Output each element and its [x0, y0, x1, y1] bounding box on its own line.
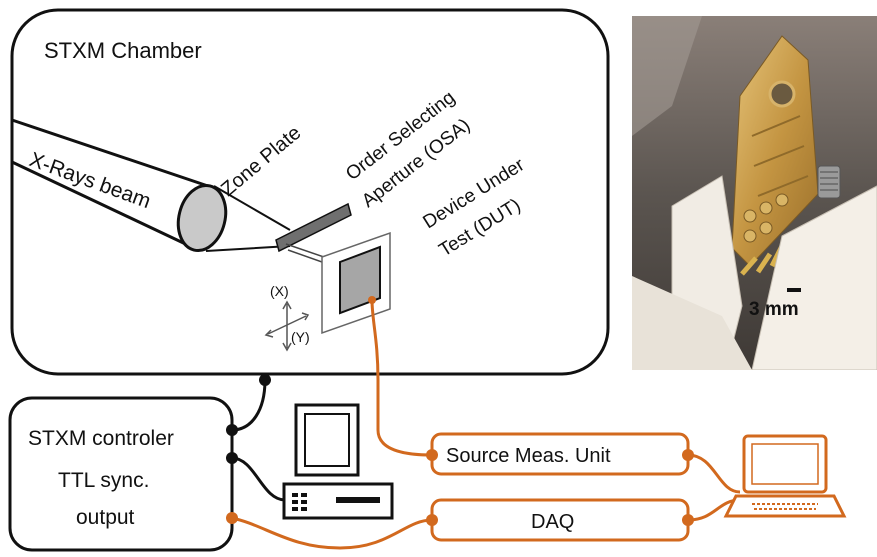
dut-smu-cable: [370, 299, 433, 457]
stxm-controller-box: [8, 396, 234, 552]
axis-x-label: (X): [270, 283, 289, 299]
smu-laptop-cable: [687, 453, 741, 494]
controller-label-line2: TTL sync.: [58, 469, 149, 492]
smu-left-dot: [426, 449, 438, 461]
controller-label-line3: output: [76, 506, 135, 529]
dut-port-dot: [368, 296, 376, 304]
controller-port-dot-1: [226, 424, 238, 436]
controller-chamber-cable: [231, 379, 267, 432]
focus-cone: [205, 185, 291, 252]
scale-bar: [787, 288, 801, 292]
chamber-title: STXM Chamber: [44, 38, 202, 63]
osa-plate: [275, 202, 352, 253]
chamber-port-dot: [259, 374, 271, 386]
dut-photo: 3 mm: [632, 16, 877, 370]
dut-chip: [339, 245, 381, 315]
controller-pc-cable: [231, 456, 286, 502]
smu-label: Source Meas. Unit: [446, 445, 611, 467]
xy-axis-icon: (X) (Y): [264, 283, 310, 352]
controller-daq-cable: [231, 516, 433, 550]
axis-y-label: (Y): [291, 329, 310, 345]
daq-left-dot: [426, 514, 438, 526]
laptop-icon: [723, 434, 847, 518]
scale-label: 3 mm: [749, 299, 799, 320]
desktop-computer-icon: [282, 403, 394, 520]
controller-label-line1: STXM controler: [28, 427, 174, 450]
daq-label: DAQ: [531, 511, 574, 533]
controller-port-dot-2: [226, 452, 238, 464]
controller-ttl-dot: [226, 512, 238, 524]
stxm-chamber-box: [10, 8, 610, 376]
